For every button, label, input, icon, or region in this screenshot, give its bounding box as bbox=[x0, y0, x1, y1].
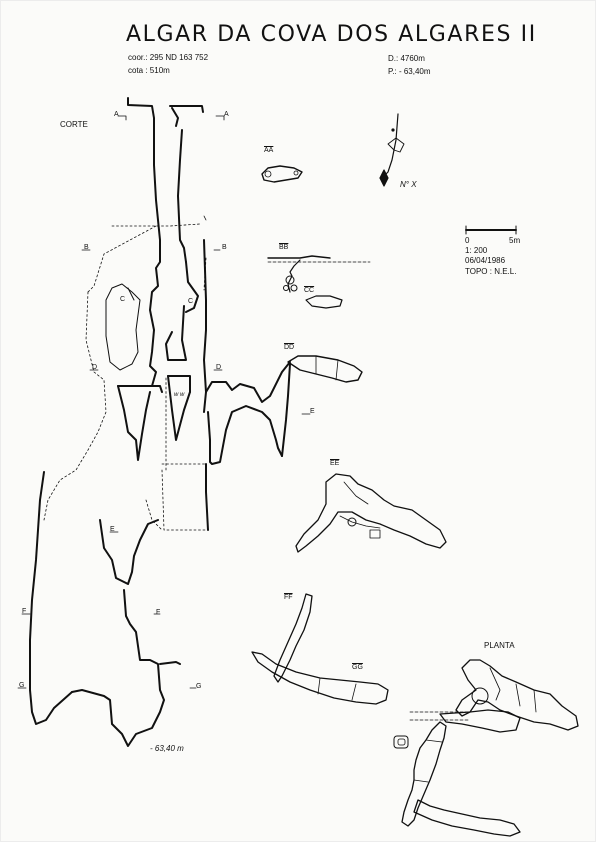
scale-bar bbox=[465, 225, 517, 235]
scale-ratio: 1: 200 bbox=[465, 246, 488, 255]
scale-start-label: 0 bbox=[465, 236, 470, 245]
elevation-text: cota : 510m bbox=[128, 66, 170, 75]
section-f-left: F bbox=[22, 608, 27, 615]
section-a-left: A bbox=[114, 111, 119, 118]
elevation-chambers bbox=[105, 283, 141, 371]
section-a-right: A bbox=[224, 111, 229, 118]
section-c-left: C bbox=[120, 296, 126, 303]
surveyors-text: TOPO : N.E.L. bbox=[465, 267, 517, 276]
cross-section-ee-label: EE bbox=[330, 460, 340, 467]
cross-section-cc bbox=[305, 295, 343, 309]
section-b-left: B bbox=[84, 244, 89, 251]
section-f-right: F bbox=[156, 609, 161, 616]
elevation-dashed-contour bbox=[43, 223, 207, 531]
depth-text: P.: - 63,40m bbox=[388, 67, 431, 76]
section-g-right: G bbox=[196, 683, 202, 690]
section-d-right: D bbox=[216, 364, 222, 371]
section-e-left: E bbox=[110, 526, 115, 533]
final-depth-label: - 63,40 m bbox=[150, 744, 184, 753]
plan-view bbox=[393, 659, 579, 837]
elevation-profile bbox=[29, 97, 291, 747]
cross-section-gg bbox=[251, 651, 389, 705]
section-d-left: D bbox=[92, 364, 98, 371]
cross-section-gg-label: GG bbox=[352, 664, 363, 671]
cross-section-bb bbox=[267, 255, 371, 293]
cross-section-aa bbox=[261, 165, 303, 183]
section-e-right: E bbox=[310, 408, 315, 415]
compass-note: N° X bbox=[400, 180, 417, 189]
cross-section-aa-label: AA bbox=[264, 147, 274, 154]
cross-section-ff bbox=[273, 593, 313, 683]
section-ticks bbox=[17, 115, 311, 689]
cross-section-bb-label: BB bbox=[279, 244, 289, 251]
cross-section-dd bbox=[287, 355, 363, 383]
development-text: D.: 4760m bbox=[388, 54, 425, 63]
scale-end-label: 5m bbox=[509, 236, 521, 245]
section-g-left: G bbox=[19, 682, 25, 689]
cross-section-cc-label: CC bbox=[304, 287, 315, 294]
corte-label: CORTE bbox=[60, 120, 88, 129]
cross-section-dd-label: DD bbox=[284, 344, 295, 351]
section-c-right: C bbox=[188, 298, 194, 305]
cross-section-ff-label: FF bbox=[284, 594, 293, 601]
speleothem-note: w w bbox=[174, 392, 185, 398]
coordinates-text: coor.: 295 ND 163 752 bbox=[128, 53, 209, 62]
survey-date: 06/04/1986 bbox=[465, 256, 506, 265]
planta-label: PLANTA bbox=[484, 641, 515, 650]
north-arrow bbox=[379, 113, 405, 187]
survey-title: ALGAR DA COVA DOS ALGARES II bbox=[126, 22, 537, 47]
section-b-right: B bbox=[222, 244, 227, 251]
cross-section-ee bbox=[295, 473, 447, 553]
